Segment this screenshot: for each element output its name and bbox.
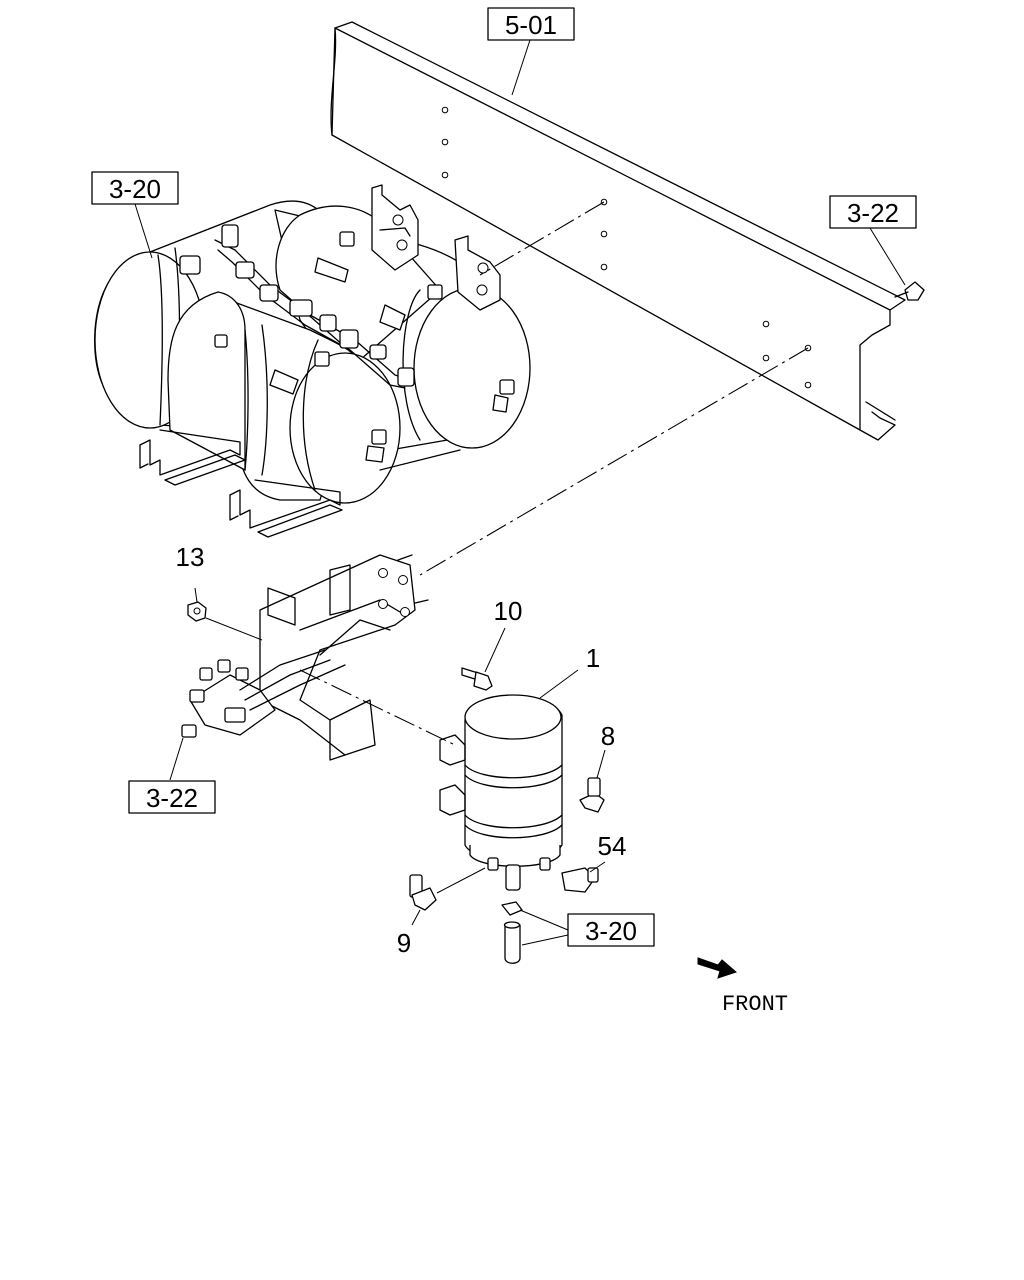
tank-valve-harness: [179, 224, 415, 389]
tank-mount-brackets: [371, 184, 501, 311]
ref-box-3-22-right-label: 3-22: [847, 198, 899, 228]
ref-box-5-01: 5-01: [487, 7, 575, 41]
air-dryer-1: [439, 694, 563, 891]
ref-box-3-22-left-label: 3-22: [146, 783, 198, 813]
callout-54: 54: [598, 831, 627, 861]
callout-13: 13: [176, 542, 205, 572]
ref-box-3-20-bottom-label: 3-20: [585, 916, 637, 946]
ref-box-3-22-right: 3-22: [829, 195, 917, 229]
lower-mounting-bracket: [259, 554, 429, 761]
ref-box-3-20-top-label: 3-20: [109, 174, 161, 204]
elbow-fitting-9: [409, 874, 437, 911]
tee-fitting-54: [561, 867, 599, 893]
callout-8: 8: [601, 721, 615, 751]
tank-fittings: [214, 231, 515, 463]
air-tank-assembly: [94, 184, 531, 538]
drain-pipe-parts: [501, 901, 523, 964]
tank-support-brackets: [139, 429, 461, 538]
callout-9: 9: [397, 928, 411, 958]
bolt-10: [461, 667, 493, 691]
bolt-3-22: [894, 281, 925, 301]
nut-13: [187, 601, 207, 622]
callout-1: 1: [586, 643, 600, 673]
air-tank-front-left: [167, 291, 401, 504]
frame-rail: [330, 21, 906, 441]
ref-box-3-20-bottom: 3-20: [567, 913, 655, 947]
callout-10: 10: [494, 596, 523, 626]
leader-lines: [134, 39, 906, 946]
dash-center-lines: [299, 201, 809, 746]
ref-box-5-01-label: 5-01: [505, 10, 557, 40]
elbow-fitting-8: [579, 777, 605, 813]
ref-box-3-20-top: 3-20: [91, 171, 179, 205]
relay-valve-assembly: [181, 649, 346, 738]
front-direction-indicator: FRONT: [697, 957, 788, 1017]
ref-box-3-22-left: 3-22: [128, 780, 216, 814]
front-arrow-icon: [697, 957, 737, 979]
front-label: FRONT: [722, 992, 788, 1017]
